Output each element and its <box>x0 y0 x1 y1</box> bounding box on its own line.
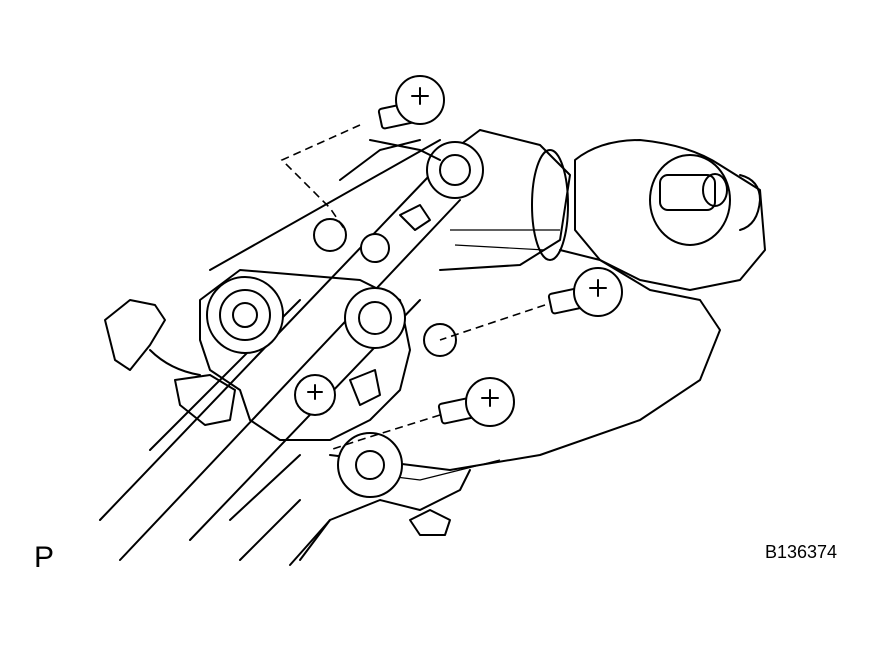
view-label: P <box>34 541 55 574</box>
linkage-rods <box>99 139 461 561</box>
electrical-connector <box>104 299 236 426</box>
bolt-middle <box>547 267 623 317</box>
leader-middle <box>439 304 546 341</box>
leader-upper <box>280 124 361 231</box>
bolt-upper <box>377 75 445 130</box>
bracket-body <box>239 249 721 566</box>
figure-code: B136374 <box>765 542 838 562</box>
crank-assembly <box>199 139 484 498</box>
leader-lower <box>329 414 441 451</box>
motor-housing <box>439 129 766 291</box>
bolt-lower <box>437 377 515 427</box>
